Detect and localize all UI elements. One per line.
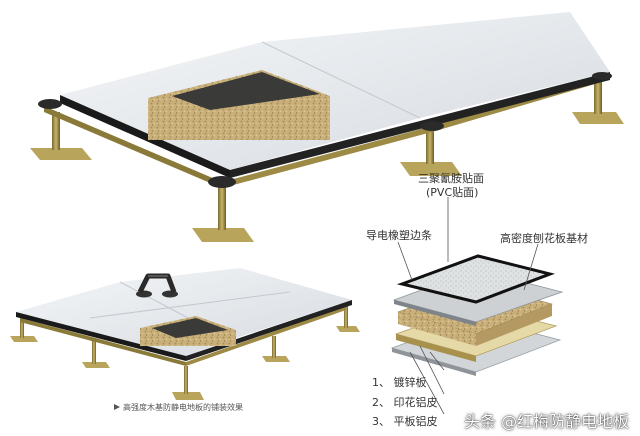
pedestal — [82, 340, 110, 368]
floor-panel-surface — [16, 268, 352, 356]
small-floor-assembly — [10, 268, 360, 400]
label-layer-printed-aluminium: 2、 印花铝皮 — [372, 396, 438, 409]
suction-lifter-icon — [136, 273, 178, 298]
pedestal-head — [208, 176, 236, 188]
pedestal — [192, 186, 254, 242]
layer-diagram — [390, 197, 564, 415]
label-core-board: 高密度刨花板基材 — [500, 232, 588, 245]
laminate-top-layer — [396, 254, 556, 304]
pedestal — [262, 336, 290, 362]
pedestal — [572, 80, 624, 124]
illustration-caption: 高强度木基防静电地板的铺装效果 — [123, 403, 243, 412]
label-layer-galvanized: 1、 镀锌板 — [372, 376, 427, 389]
pedestal — [336, 306, 360, 332]
pedestal-head — [420, 121, 444, 131]
watermark: 头条 @红梅防静电地板 — [464, 412, 630, 431]
edge-strip — [230, 72, 610, 178]
stringer — [222, 126, 432, 188]
pedestal — [30, 112, 92, 160]
pedestal — [172, 366, 204, 400]
label-layer-flat-aluminium: 3、 平板铝皮 — [372, 415, 438, 428]
edge-strip — [60, 95, 230, 178]
large-floor-assembly — [30, 12, 624, 242]
label-top-surface: 三聚氰胺贴面 — [418, 172, 484, 185]
pedestal-head — [38, 99, 62, 109]
pedestal — [400, 128, 462, 176]
triangle-right-icon — [114, 404, 120, 410]
label-edge-strip: 导电橡塑边条 — [366, 229, 432, 242]
pedestal-head — [592, 72, 612, 80]
stringer — [44, 106, 222, 188]
label-top-surface-pvc: (PVC贴面) — [426, 186, 479, 199]
pedestal — [10, 318, 38, 342]
chipboard-cutaway-top — [172, 72, 320, 110]
